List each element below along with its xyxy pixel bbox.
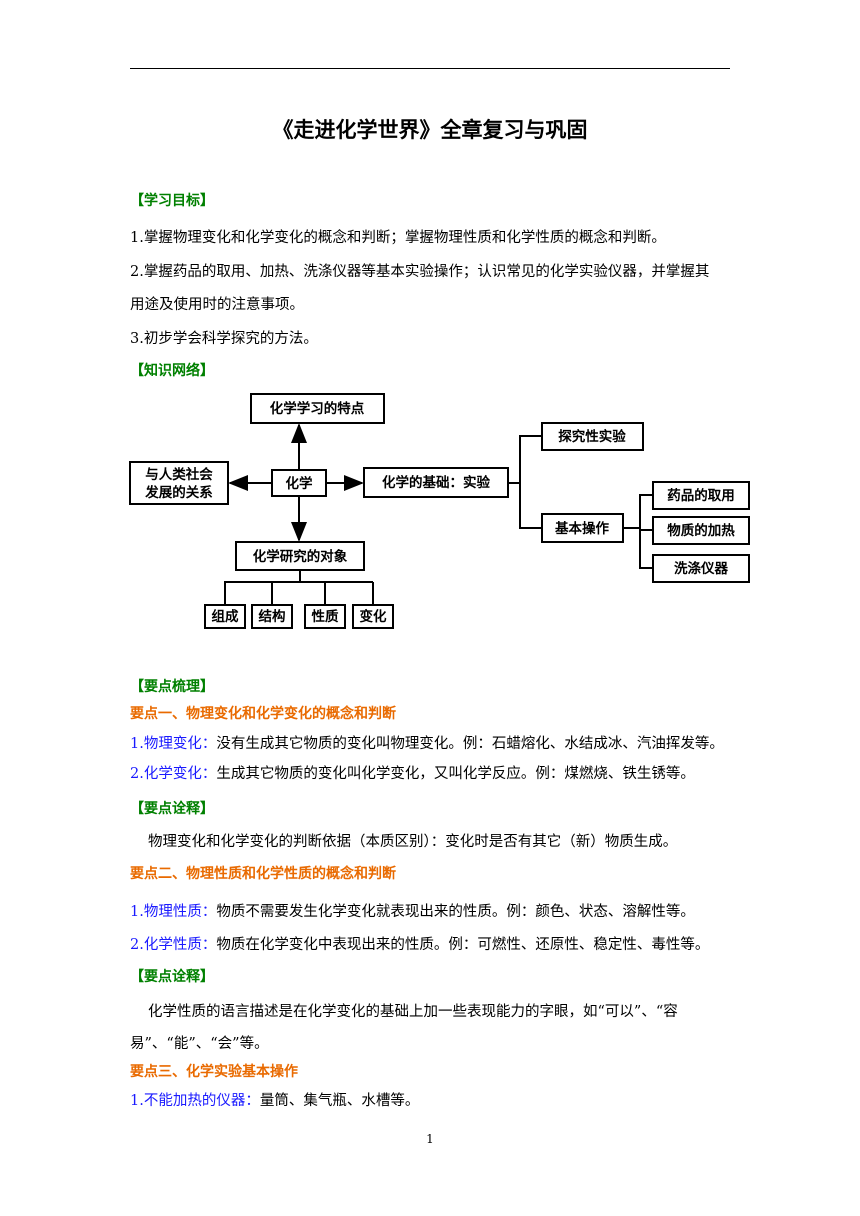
box-features [250,393,385,424]
objective-2: 2.掌握药品的取用、加热、洗涤仪器等基本实验操作；认识常见的化学实验仪器，并掌握… [130,264,710,280]
point2-item1-text: 物质不需要发生化学变化就表现出来的性质。例：颜色、状态、溶解性等。 [216,904,695,920]
point1-item1-term: 1.物理变化： [130,736,217,752]
point1-item2-text: 生成其它物质的变化叫化学变化，又叫化学反应。例：煤燃烧、铁生锈等。 [216,766,695,782]
label-property: 性质 [312,608,339,625]
header-rule [130,68,730,69]
label-washing: 洗涤仪器 [674,560,728,577]
point2-item1: 1.物理性质：物质不需要发生化学变化就表现出来的性质。例：颜色、状态、溶解性等。 [130,900,695,921]
knowledge-network-diagram: 化学学习的特点 化学 与人类社会 发展的关系 化学的基础：实验 化学研究的对象 … [129,393,750,629]
label-society-1: 与人类社会 [145,466,213,483]
point1-note-text: 物理变化和化学变化的判断依据（本质区别）：变化时是否有其它（新）物质生成。 [148,834,678,850]
label-structure: 结构 [259,608,286,625]
point2-note-text-2: 易”、“能”、“会”等。 [130,1036,269,1052]
point3-heading: 要点三、化学实验基本操作 [130,1064,298,1080]
label-basis: 化学的基础：实验 [382,474,490,491]
objective-2-cont: 用途及使用时的注意事项。 [130,297,304,313]
connector-ops-branches [639,494,653,569]
summary-heading: 【要点梳理】 [130,679,214,695]
connector-structure [271,581,300,605]
label-features: 化学学习的特点 [270,400,365,417]
label-society-2: 发展的关系 [144,484,213,501]
point2-heading: 要点二、物理性质和化学性质的概念和判断 [130,866,396,882]
point2-item2-text: 物质在化学变化中表现出来的性质。例：可燃性、还原性、稳定性、毒性等。 [216,937,710,953]
label-center: 化学 [286,475,313,492]
label-change: 变化 [360,608,387,625]
point1-item2-term: 2.化学变化： [130,766,217,782]
objective-3: 3.初步学会科学探究的方法。 [130,331,318,347]
point2-note-text-1: 化学性质的语言描述是在化学变化的基础上加一些表现能力的字眼，如“可以”、“容 [148,1004,678,1020]
label-basic-ops: 基本操作 [555,520,609,537]
point1-item1-text: 没有生成其它物质的变化叫物理变化。例：石蜡熔化、水结成冰、汽油挥发等。 [216,736,724,752]
point1-heading: 要点一、物理变化和化学变化的概念和判断 [130,706,396,722]
label-objects: 化学研究的对象 [253,548,348,565]
point2-note-heading: 【要点诠释】 [130,969,214,985]
point3-item1-text: 量筒、集气瓶、水槽等。 [259,1093,420,1109]
point3-item1: 1.不能加热的仪器：量筒、集气瓶、水槽等。 [130,1089,419,1110]
point2-item2: 2.化学性质：物质在化学变化中表现出来的性质。例：可燃性、还原性、稳定性、毒性等… [130,933,709,954]
network-heading: 【知识网络】 [130,363,214,379]
page-number: 1 [426,1132,434,1146]
point1-item1: 1.物理变化：没有生成其它物质的变化叫物理变化。例：石蜡熔化、水结成冰、汽油挥发… [130,732,724,753]
point2-item2-term: 2.化学性质： [130,937,217,953]
label-composition: 组成 [212,608,239,625]
page-title: 《走进化学世界》全章复习与巩固 [272,118,588,142]
objectives-heading: 【学习目标】 [130,193,214,209]
point2-item1-term: 1.物理性质： [130,904,217,920]
point1-item2: 2.化学变化：生成其它物质的变化叫化学变化，又叫化学反应。例：煤燃烧、铁生锈等。 [130,762,695,783]
connector-composition [224,570,301,605]
label-drug-taking: 药品的取用 [667,487,735,504]
connector-basis-branches [519,435,542,529]
point1-note-heading: 【要点诠释】 [130,801,214,817]
label-inquiry: 探究性实验 [558,428,626,445]
label-heating: 物质的加热 [667,522,735,539]
point3-item1-term: 1.不能加热的仪器： [130,1093,260,1109]
objective-1: 1.掌握物理变化和化学变化的概念和判断；掌握物理性质和化学性质的概念和判断。 [130,230,666,246]
